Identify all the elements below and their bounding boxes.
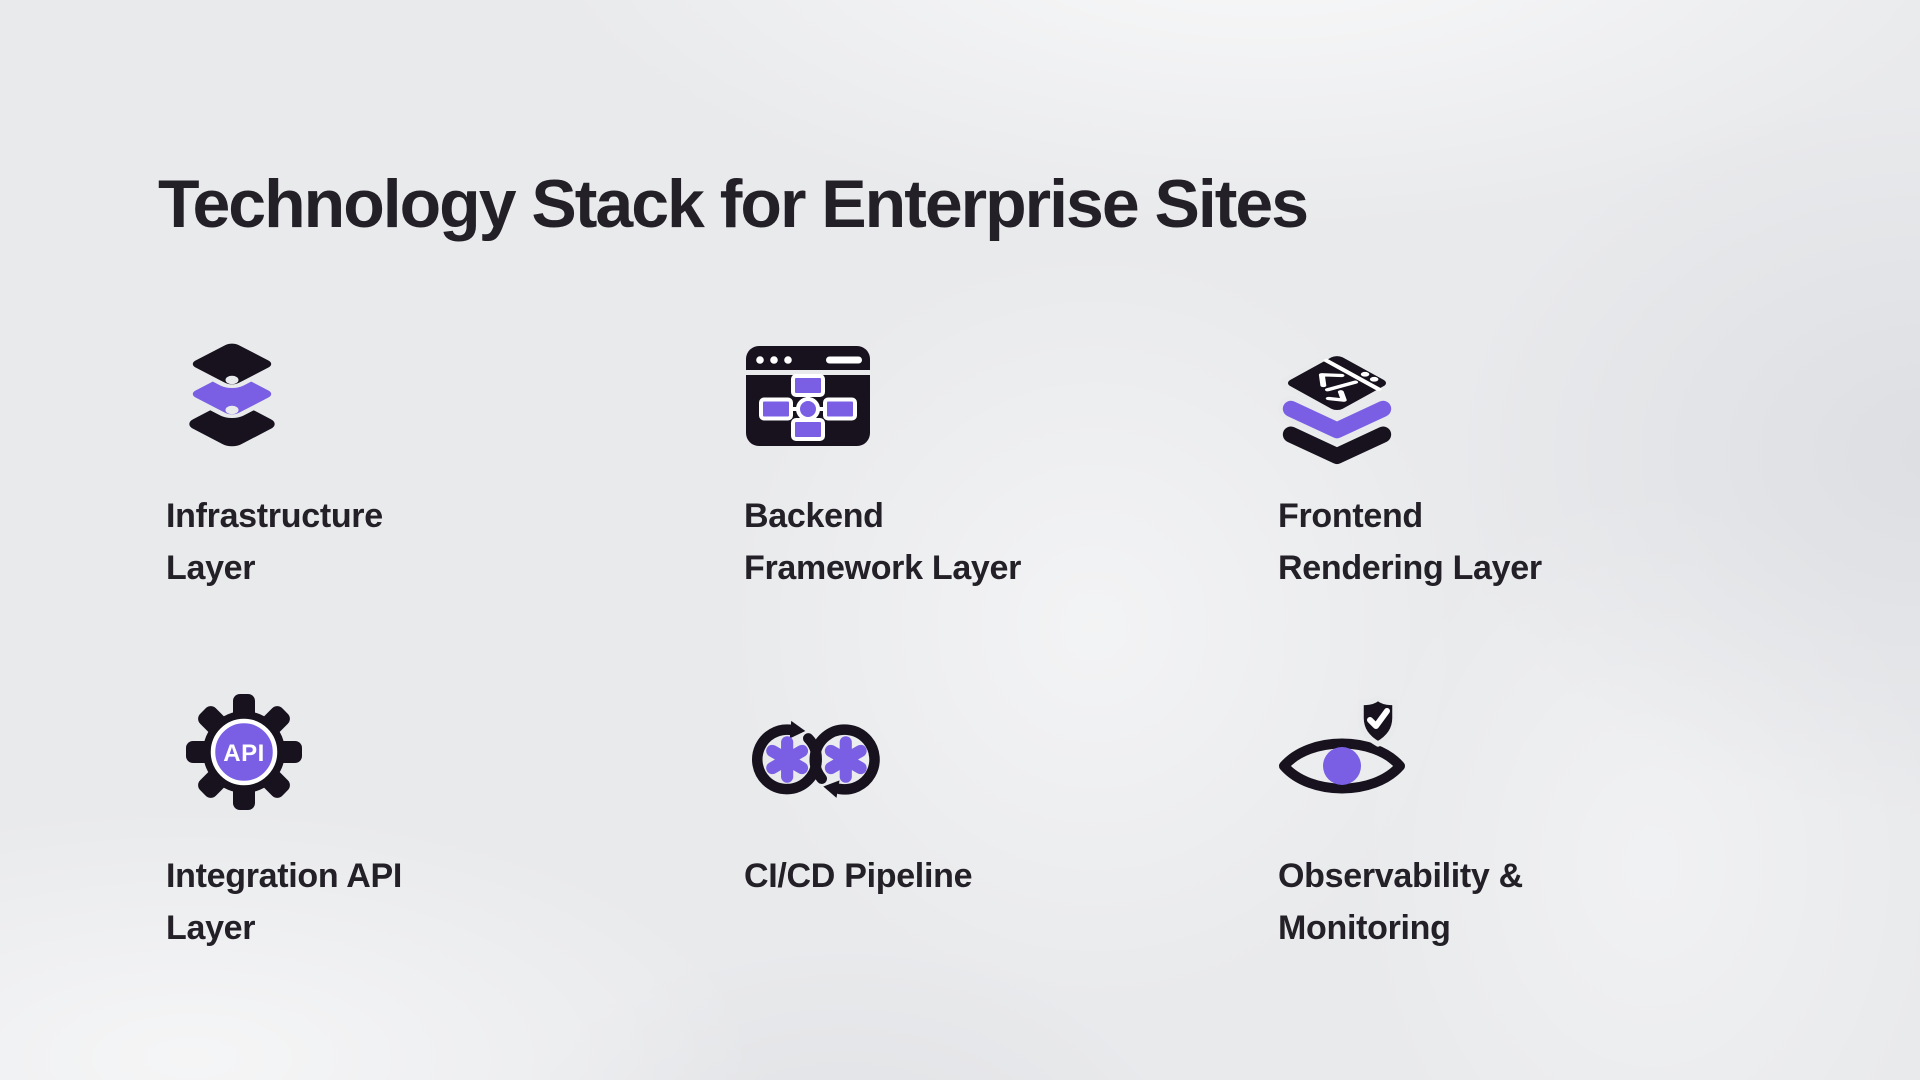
card-ci-cd-pipeline: CI/CD Pipeline <box>738 690 1258 1020</box>
card-label-line: Observability & <box>1278 857 1523 895</box>
card-label-line: Backend <box>744 497 884 535</box>
card-label: CI/CD Pipeline <box>744 850 972 902</box>
browser-sitemap-icon <box>738 330 872 453</box>
card-label-line: Layer <box>166 909 256 947</box>
eye-shield-icon <box>1272 690 1408 811</box>
card-integration-api-layer: API Integration API Layer <box>160 690 680 1020</box>
card-label-line: CI/CD Pipeline <box>744 857 973 895</box>
api-gear-icon: API <box>160 690 304 817</box>
card-label-line: Rendering Layer <box>1278 549 1542 587</box>
card-label-line: Layer <box>166 549 256 587</box>
layers-stack-icon <box>160 330 282 459</box>
stacked-code-window-icon <box>1272 330 1396 474</box>
api-label: API <box>223 740 265 767</box>
card-infrastructure-layer: Infrastructure Layer <box>160 330 680 660</box>
card-label-line: Framework Layer <box>744 549 1022 587</box>
card-observability-monitoring: Observability & Monitoring <box>1272 690 1792 1020</box>
card-frontend-rendering-layer: Frontend Rendering Layer <box>1272 330 1792 660</box>
card-label: Integration API Layer <box>166 850 402 954</box>
card-label: Backend Framework Layer <box>744 490 1021 594</box>
infinity-gears-icon <box>738 690 890 820</box>
card-label-line: Integration API <box>166 857 403 895</box>
page-title: Technology Stack for Enterprise Sites <box>158 165 1309 242</box>
card-backend-framework-layer: Backend Framework Layer <box>738 330 1258 660</box>
card-label: Observability & Monitoring <box>1278 850 1523 954</box>
card-label-line: Monitoring <box>1278 909 1451 947</box>
card-label-line: Frontend <box>1278 497 1423 535</box>
card-label: Frontend Rendering Layer <box>1278 490 1542 594</box>
card-label: Infrastructure Layer <box>166 490 383 594</box>
card-label-line: Infrastructure <box>166 497 383 535</box>
